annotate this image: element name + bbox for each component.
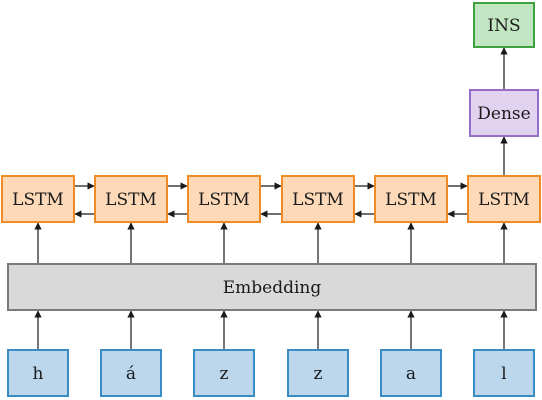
lstm-label: LSTM [478, 190, 530, 210]
lstm-label: LSTM [105, 190, 157, 210]
input-char-label: a [406, 364, 416, 384]
lstm-cell-2: LSTM [187, 175, 261, 223]
lstm-cell-0-shape [1, 175, 75, 223]
dense-layer-box: Dense [469, 89, 539, 137]
lstm-label: LSTM [385, 190, 437, 210]
input-char-label: h [33, 364, 44, 384]
lstm-cell-2-shape [187, 175, 261, 223]
dense-layer-box-shape [469, 89, 539, 137]
lstm-cell-3-shape [281, 175, 355, 223]
input-char-box-2: z [193, 349, 255, 397]
lstm-cell-5-shape [467, 175, 541, 223]
embedding-layer-box: Embedding [7, 263, 537, 311]
lstm-label: LSTM [292, 190, 344, 210]
input-char-label: l [501, 364, 506, 384]
lstm-cell-5: LSTM [467, 175, 541, 223]
input-char-box-3-shape [287, 349, 349, 397]
input-char-box-0-shape [7, 349, 69, 397]
embedding-layer-box-shape [7, 263, 537, 311]
input-char-box-5-shape [473, 349, 535, 397]
lstm-cell-1: LSTM [94, 175, 168, 223]
lstm-cell-4: LSTM [374, 175, 448, 223]
input-char-box-2-shape [193, 349, 255, 397]
lstm-cell-3: LSTM [281, 175, 355, 223]
arrows-layer [34, 47, 508, 349]
lstm-label: LSTM [12, 190, 64, 210]
input-char-label: á [126, 364, 136, 384]
input-char-box-5: l [473, 349, 535, 397]
output-label: INS [487, 16, 520, 36]
input-char-box-4: a [380, 349, 442, 397]
output-ins-box: INS [473, 2, 535, 48]
input-char-box-0: h [7, 349, 69, 397]
input-char-box-4-shape [380, 349, 442, 397]
lstm-cell-4-shape [374, 175, 448, 223]
embedding-label: Embedding [223, 278, 322, 298]
lstm-cell-0: LSTM [1, 175, 75, 223]
input-char-box-1-shape [100, 349, 162, 397]
lstm-label: LSTM [198, 190, 250, 210]
input-char-box-1: á [100, 349, 162, 397]
dense-label: Dense [477, 104, 530, 124]
lstm-cell-1-shape [94, 175, 168, 223]
output-ins-box-shape [473, 2, 535, 48]
input-char-box-3: z [287, 349, 349, 397]
input-char-label: z [220, 364, 229, 384]
input-char-label: z [314, 364, 323, 384]
